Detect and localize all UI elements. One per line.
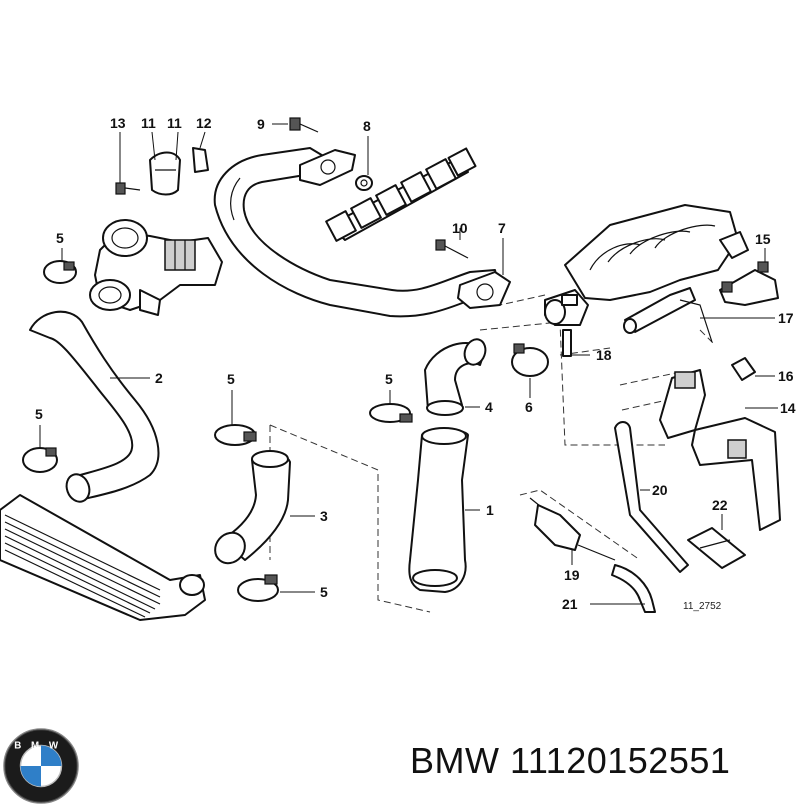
bmw-roundel-quadrants [19, 744, 63, 788]
turbocharger [89, 219, 223, 316]
callout-7: 7 [498, 220, 506, 236]
callout-5c: 5 [227, 371, 235, 387]
callout-5b: 5 [35, 406, 43, 422]
intercooler [0, 494, 206, 621]
clip-11 [149, 151, 181, 196]
callout-5d: 5 [385, 371, 393, 387]
washer-8 [355, 175, 373, 191]
callout-20: 20 [652, 482, 668, 498]
intake-manifold [564, 204, 749, 301]
callout-11a: 11 [141, 115, 156, 131]
clip-22 [687, 527, 746, 569]
clip-12 [192, 147, 209, 173]
callout-4: 4 [485, 399, 493, 415]
callout-13: 13 [110, 115, 126, 131]
callout-12: 12 [196, 115, 212, 131]
bmw-logo: BMW [3, 728, 79, 804]
callout-17: 17 [778, 310, 794, 326]
callout-19: 19 [564, 567, 580, 583]
hose-18 [562, 329, 572, 357]
callout-15: 15 [755, 231, 771, 247]
hose-clamp-5a [43, 260, 77, 284]
bolt-9 [289, 117, 319, 133]
bolt-10 [435, 239, 469, 259]
callout-2: 2 [155, 370, 163, 386]
hose-4 [424, 338, 487, 416]
clamp-6 [511, 343, 549, 377]
solenoid-valve-14 [659, 369, 781, 531]
callout-16: 16 [778, 368, 794, 384]
clip-16 [731, 357, 756, 381]
callout-11b: 11 [167, 115, 182, 131]
callout-5e: 5 [320, 584, 328, 600]
callout-5a: 5 [56, 230, 64, 246]
part-number: 11120152551 [510, 740, 731, 781]
assembly-dashed-lines [269, 284, 716, 613]
hose-17 [623, 287, 713, 343]
intake-pipe-1 [408, 427, 469, 593]
hose-2 [29, 310, 160, 503]
callout-21: 21 [562, 596, 578, 612]
vacuum-hose-20 [614, 421, 689, 573]
callout-10: 10 [452, 220, 468, 236]
bmw-logo-letters: BMW [14, 740, 68, 751]
diagram-reference-code: 11_2752 [683, 601, 722, 612]
hose-3 [214, 450, 291, 565]
hose-clamp-5c [214, 424, 257, 446]
gasket-strip [325, 147, 477, 242]
callout-18: 18 [596, 347, 612, 363]
callout-8: 8 [363, 118, 371, 134]
valve-fitting [544, 289, 589, 326]
parts-diagram: 1 2 3 4 5 5 5 5 5 6 7 8 9 10 11 11 12 13… [0, 115, 796, 621]
callout-labels: 1 2 3 4 5 5 5 5 5 6 7 8 9 10 11 11 12 13… [35, 115, 796, 612]
hose-clamp-5d [369, 403, 413, 423]
hose-clamp-5b [22, 447, 58, 473]
manifold-gasket-set [299, 147, 477, 242]
filter-19 [529, 497, 616, 561]
bracket-15 [719, 261, 779, 306]
callout-9: 9 [257, 116, 265, 132]
bolt-13 [115, 182, 141, 195]
brand-name: BMW [410, 740, 500, 781]
flange-7 [457, 271, 511, 309]
callout-14: 14 [780, 400, 796, 416]
part-caption: BMW 11120152551 [410, 740, 730, 782]
hose-clamp-5e [237, 574, 279, 602]
leader-lines [39, 123, 778, 605]
vacuum-hose-21 [611, 564, 656, 613]
callout-1: 1 [486, 502, 494, 518]
callout-3: 3 [320, 508, 328, 524]
callout-22: 22 [712, 497, 728, 513]
callout-6: 6 [525, 399, 533, 415]
